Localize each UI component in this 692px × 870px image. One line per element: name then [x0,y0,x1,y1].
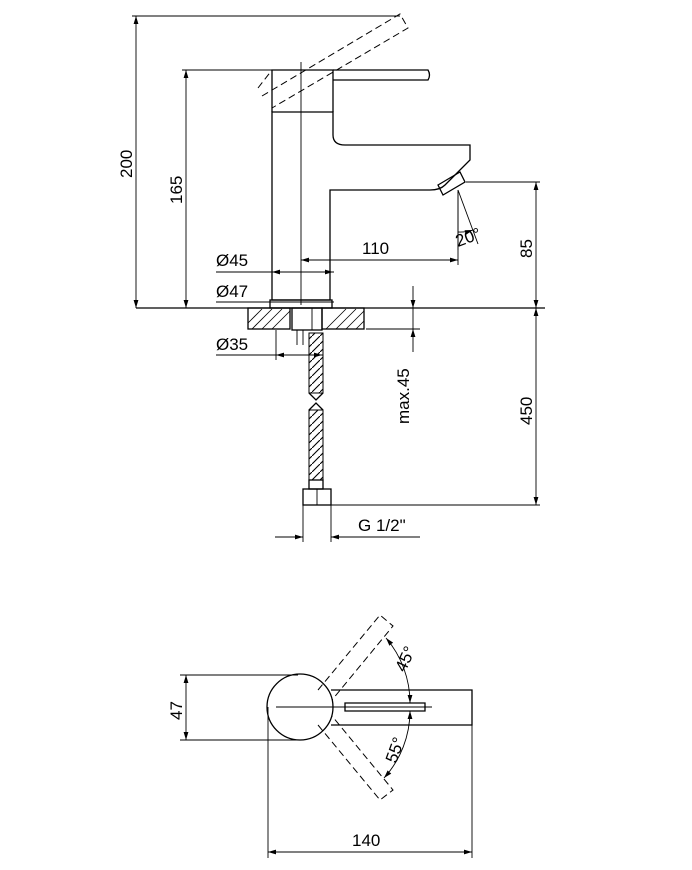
dim-base-diameter: Ø47 [216,282,248,301]
side-view: 200 165 85 110 20° Ø45 Ø47 Ø35 [117,13,545,542]
faucet-body [257,13,471,305]
dim-connection-thread: G 1/2" [358,516,406,535]
braided-hose-lower [308,409,324,481]
spout-top [331,689,473,726]
mounting-hardware [291,307,323,345]
dim-outlet-angle: 20° [453,224,484,251]
dim-top-width: 47 [167,701,186,720]
dim-height-spout: 165 [167,176,186,204]
handle-position-right [317,715,394,801]
dim-body-diameter: Ø45 [216,251,248,270]
dim-rotation-right: 55° [382,735,409,766]
dim-hose-length: 450 [517,397,536,425]
braided-hose-upper [308,332,324,394]
dim-outlet-height: 85 [517,239,536,258]
dim-mount-diameter: Ø35 [216,335,248,354]
top-view: 45° 55° 47 140 [167,614,473,858]
deck-section [247,307,365,330]
dim-rotation-left: 45° [391,643,419,674]
dim-top-length: 140 [352,831,380,850]
handle-position-left [317,614,394,701]
handle-slot [344,702,426,712]
dim-spout-reach: 110 [362,239,389,258]
dim-height-total: 200 [117,150,136,178]
dim-max-deck-thickness: max.45 [394,368,413,424]
